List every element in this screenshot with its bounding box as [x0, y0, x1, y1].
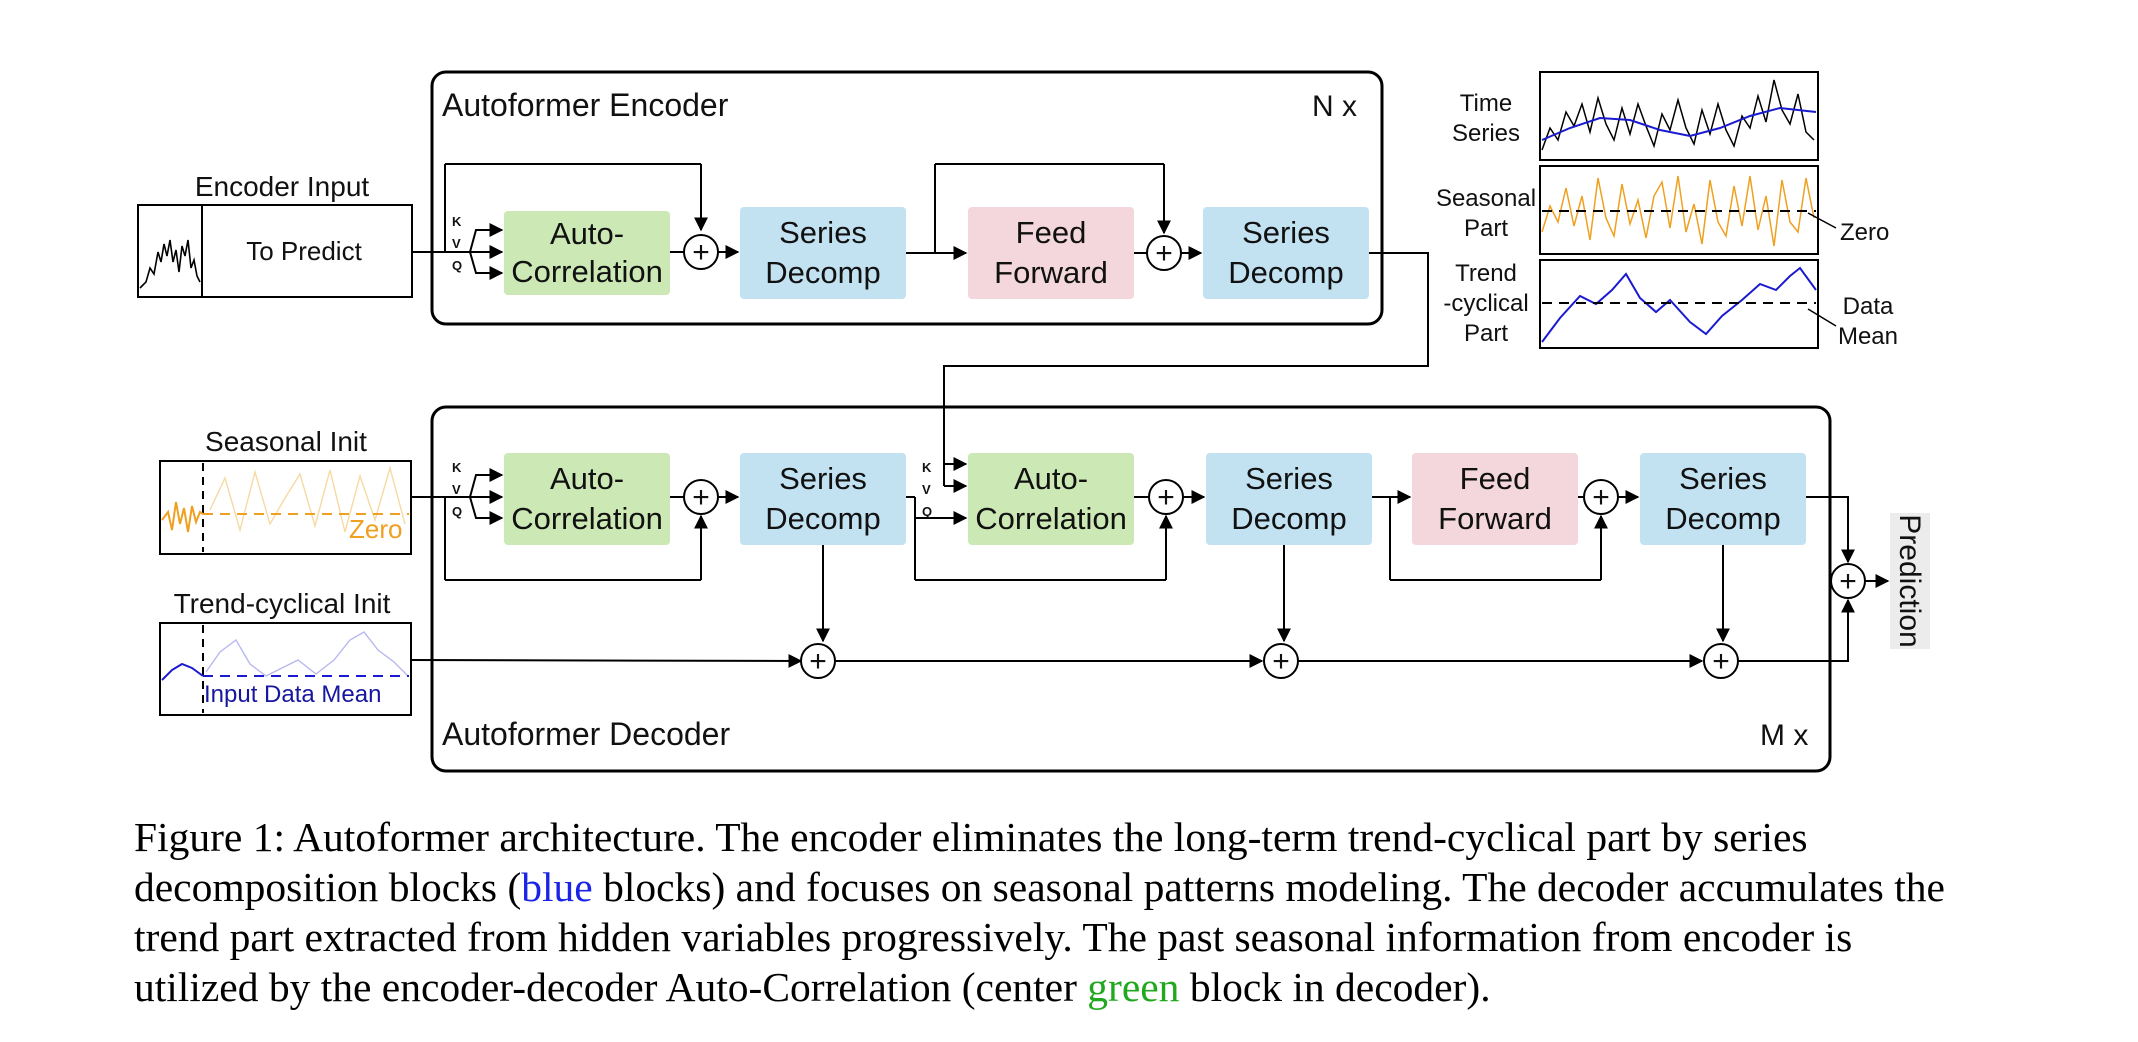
- enc-d2-line2: Decomp: [1228, 255, 1343, 290]
- encoder-decomp-block-2: [1203, 207, 1369, 299]
- decoder-decomp-block-3: [1640, 453, 1806, 545]
- enc-d2-line1: Series: [1242, 215, 1330, 250]
- legend-trend-line1: Trend: [1455, 260, 1517, 287]
- svg-text:+: +: [1592, 481, 1610, 514]
- decoder-repeat: M x: [1760, 719, 1808, 752]
- dec-ac1-line2: Correlation: [511, 501, 663, 536]
- caption-blue-word: blue: [521, 864, 593, 910]
- dec1-k-label: K: [452, 460, 462, 475]
- dec-ff-line2: Forward: [1438, 501, 1552, 536]
- legend-trend-line2: -cyclical: [1443, 290, 1528, 317]
- encoder-feedforward-block: [968, 207, 1134, 299]
- dec1-q-label: Q: [452, 504, 462, 519]
- encoder-repeat: N x: [1312, 90, 1357, 123]
- decoder-autocorrelation-block-2: [968, 453, 1134, 545]
- prediction-badge: [1890, 513, 1930, 649]
- encoder-input-series: [139, 239, 201, 289]
- svg-text:+: +: [692, 236, 710, 269]
- svg-text:+: +: [692, 481, 710, 514]
- enc-k-label: K: [452, 214, 462, 229]
- trend-mean-label: Input Data Mean: [204, 681, 381, 708]
- enc-d1-line1: Series: [779, 215, 867, 250]
- legend-time-series-box: [1539, 71, 1819, 161]
- dec2-v-label: V: [922, 482, 931, 497]
- encoder-frame: [430, 70, 1384, 326]
- dec-d3-line2: Decomp: [1665, 501, 1780, 536]
- decoder-decomp-block-2: [1206, 453, 1372, 545]
- legend-mean-line1: Data: [1843, 293, 1894, 320]
- dec-ff-line1: Feed: [1460, 461, 1531, 496]
- svg-text:+: +: [1157, 481, 1175, 514]
- prediction-label: Prediction: [1893, 514, 1926, 647]
- dec-d1-line1: Series: [779, 461, 867, 496]
- dec-ac1-line1: Auto-: [550, 461, 624, 496]
- caption-green-word: green: [1087, 964, 1180, 1010]
- autoformer-diagram: Autoformer Encoder N x Encoder Input To …: [137, 70, 1930, 773]
- decoder-title: Autoformer Decoder: [442, 716, 730, 752]
- decoder-feedforward-block: [1412, 453, 1578, 545]
- encoder-autocorrelation-block: [504, 211, 670, 295]
- dec-d3-line1: Series: [1679, 461, 1767, 496]
- decoder-decomp-block-1: [740, 453, 906, 545]
- caption-part2: blocks) and focuses on seasonal patterns…: [134, 864, 1945, 1010]
- figure-caption: Figure 1: Autoformer architecture. The e…: [134, 812, 1964, 1012]
- svg-text:+: +: [1272, 645, 1290, 678]
- dec-ac2-line2: Correlation: [975, 501, 1127, 536]
- legend-time-series-line1: Time: [1460, 90, 1512, 117]
- dec1-v-label: V: [452, 482, 461, 497]
- enc-d1-line2: Decomp: [765, 255, 880, 290]
- enc-ff-line2: Forward: [994, 255, 1108, 290]
- enc-ac-line1: Auto-: [550, 216, 624, 251]
- dec-d2-line2: Decomp: [1231, 501, 1346, 536]
- legend-seasonal-line2: Part: [1464, 215, 1508, 242]
- legend-mean-line2: Mean: [1838, 323, 1898, 350]
- enc-ff-line1: Feed: [1016, 215, 1087, 250]
- caption-part3: block in decoder).: [1179, 964, 1491, 1010]
- svg-text:+: +: [1839, 565, 1857, 598]
- dec2-q-label: Q: [922, 504, 932, 519]
- decoder-frame: [430, 405, 1832, 773]
- dec2-k-label: K: [922, 460, 932, 475]
- legend-zero-label: Zero: [1840, 219, 1889, 246]
- dec-d1-line2: Decomp: [765, 501, 880, 536]
- legend-trend-line3: Part: [1464, 320, 1508, 347]
- enc-v-label: V: [452, 236, 461, 251]
- encoder-input-label: Encoder Input: [195, 171, 370, 202]
- enc-q-label: Q: [452, 258, 462, 273]
- seasonal-zero-label: Zero: [349, 514, 402, 544]
- seasonal-init-label: Seasonal Init: [205, 426, 367, 457]
- legend-seasonal-line1: Seasonal: [1436, 185, 1536, 212]
- seasonal-init-box: [159, 460, 412, 555]
- svg-text:+: +: [1155, 237, 1173, 270]
- svg-text:+: +: [809, 645, 827, 678]
- encoder-title: Autoformer Encoder: [442, 87, 729, 123]
- caption-part1: Figure 1: Autoformer architecture. The e…: [134, 814, 1808, 910]
- encoder-decomp-block-1: [740, 207, 906, 299]
- enc-ac-line2: Correlation: [511, 254, 663, 289]
- svg-text:+: +: [1712, 645, 1730, 678]
- legend-time-series-line2: Series: [1452, 120, 1520, 147]
- trend-init-label: Trend-cyclical Init: [174, 588, 391, 619]
- dec-ac2-line1: Auto-: [1014, 461, 1088, 496]
- dec-d2-line1: Series: [1245, 461, 1333, 496]
- decoder-autocorrelation-block-1: [504, 453, 670, 545]
- to-predict-label: To Predict: [246, 236, 362, 266]
